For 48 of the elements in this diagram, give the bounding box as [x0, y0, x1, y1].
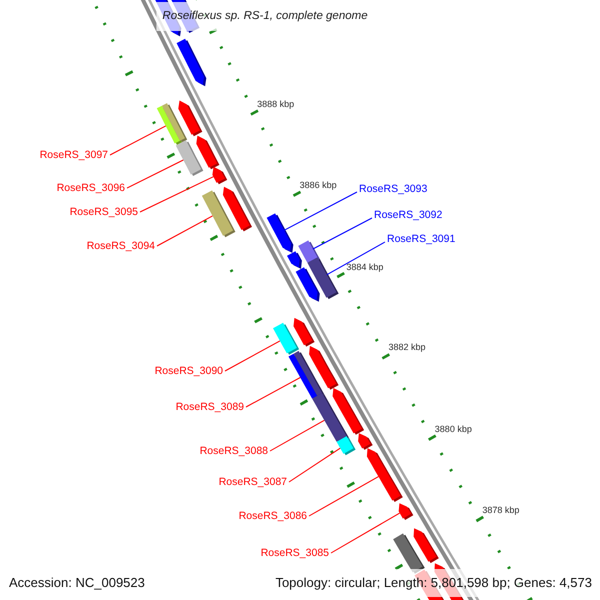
gene-feature	[287, 251, 302, 269]
gene-feature	[176, 38, 206, 86]
gene-feature	[222, 186, 252, 232]
scale-label: 3880 kbp	[434, 424, 472, 434]
gene-feature	[332, 388, 364, 435]
gene-feature	[309, 346, 339, 390]
scale-label: 3884 kbp	[346, 262, 384, 272]
gene-label: RoseRS_3095	[70, 206, 138, 218]
gene-feature	[366, 448, 403, 502]
gene-category-block	[336, 436, 356, 456]
leader-line	[156, 215, 213, 246]
gene-label: RoseRS_3085	[260, 547, 329, 559]
leader-line	[126, 160, 184, 188]
gene-label: RoseRS_3091	[387, 233, 456, 245]
gene-label: RoseRS_3090	[154, 365, 223, 377]
gene-label: RoseRS_3096	[56, 182, 125, 194]
gene-label: RoseRS_3086	[238, 510, 307, 522]
leader-line	[326, 242, 386, 276]
leader-line	[270, 420, 325, 452]
leader-line	[308, 476, 379, 516]
gene-label: RoseRS_3087	[218, 476, 287, 488]
gene-feature	[294, 318, 315, 347]
scale-label: 3882 kbp	[388, 342, 426, 352]
gene-feature	[212, 166, 228, 184]
gene-feature	[178, 100, 202, 136]
gene-feature	[296, 267, 320, 302]
gene-label: RoseRS_3088	[200, 445, 268, 457]
leader-line	[288, 448, 341, 482]
scale-label: 3886 kbp	[300, 180, 337, 190]
leader-line	[224, 340, 280, 372]
gene-label: RoseRS_3093	[359, 183, 428, 195]
leader-line	[110, 125, 166, 156]
gene-feature	[398, 503, 414, 520]
gene-feature	[196, 136, 220, 170]
gene-label: RoseRS_3089	[176, 401, 244, 413]
leader-line	[246, 377, 301, 408]
gene-label: RoseRS_3097	[40, 149, 108, 161]
gene-label: RoseRS_3092	[374, 209, 442, 221]
gene-label: RoseRS_3094	[86, 240, 155, 252]
leader-line	[312, 218, 372, 250]
gene-feature	[414, 528, 439, 564]
leader-line	[330, 512, 400, 554]
leader-line	[284, 192, 358, 231]
gene-feature	[266, 213, 294, 253]
scale-label: 3888 kbp	[257, 98, 294, 109]
leader-line	[140, 176, 214, 212]
scale-label: 3878 kbp	[482, 504, 520, 515]
gene-feature	[358, 433, 373, 450]
